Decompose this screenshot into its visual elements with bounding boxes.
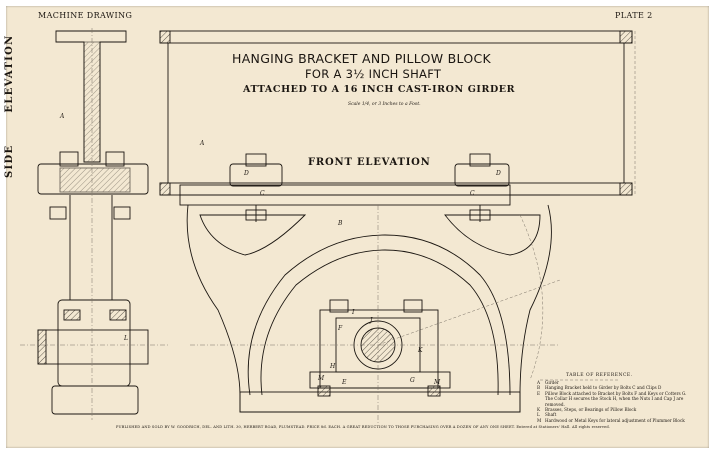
label-m: M — [317, 375, 325, 382]
drawing-subtitle: FOR A 3½ INCH SHAFT — [305, 67, 442, 81]
label-g: G — [410, 377, 415, 384]
label-h: H — [329, 363, 336, 370]
label-b: B — [337, 220, 343, 227]
reference-letters: A A B C C D D E F G H I J K L M M — [59, 113, 501, 386]
elevation-word: ELEVATION — [4, 34, 15, 113]
side-elevation-view — [37, 30, 149, 415]
side-elevation-label: SIDE ELEVATION — [4, 34, 15, 178]
label-a: A — [199, 140, 205, 147]
label-a-side: A — [59, 113, 65, 120]
label-i: I — [351, 309, 355, 316]
label-c: C — [260, 190, 265, 197]
side-word: SIDE — [4, 144, 15, 178]
label-d-right: D — [495, 170, 501, 177]
drawing-sheet — [6, 6, 709, 448]
label-e: E — [341, 379, 347, 386]
reference-table-title: TABLE OF REFERENCE. — [566, 373, 633, 378]
label-c-right: C — [470, 190, 475, 197]
label-l: L — [123, 335, 128, 342]
label-f: F — [337, 325, 343, 332]
header-left: MACHINE DRAWING — [38, 11, 133, 20]
plate-number: PLATE 2 — [615, 11, 653, 20]
scale-note: Scale 1/4, or 3 Inches to a Foot. — [348, 102, 421, 107]
publisher-footer: PUBLISHED AND SOLD BY W. GOODRICH, DEL. … — [116, 425, 611, 429]
dimension-lines — [377, 31, 636, 381]
drawing-subtitle-2: ATTACHED TO A 16 INCH CAST-IRON GIRDER — [243, 84, 516, 95]
pillow-block — [309, 299, 451, 397]
bolt-right — [454, 153, 510, 222]
front-elevation-label: FRONT ELEVATION — [308, 157, 431, 168]
label-k: K — [417, 347, 423, 354]
label-m-right: M — [433, 379, 441, 386]
centre-lines — [20, 28, 560, 425]
bolt-left — [229, 153, 283, 222]
label-j: J — [368, 317, 373, 324]
drawing-title: HANGING BRACKET AND PILLOW BLOCK — [232, 51, 492, 66]
hanging-bracket — [186, 204, 552, 413]
girder-front — [159, 30, 633, 206]
label-d: D — [243, 170, 249, 177]
